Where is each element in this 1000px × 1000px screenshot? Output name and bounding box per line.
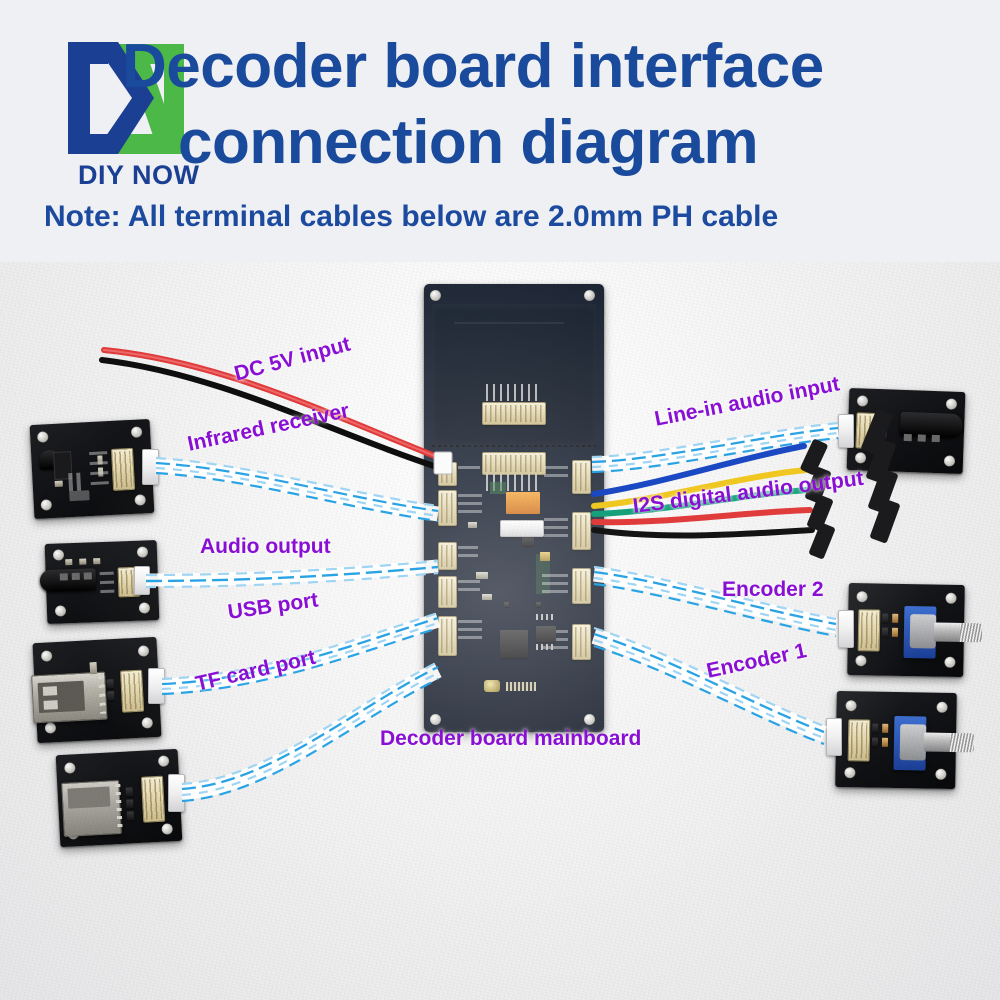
- mainboard-connector-linein: [572, 460, 591, 494]
- usb-module-connector: [120, 669, 145, 713]
- encoder1-module-plug: [826, 718, 842, 756]
- tf-card-module: [55, 748, 183, 848]
- mainboard-connector-i2s: [572, 512, 591, 550]
- logo-tagline: DIY NOW: [78, 160, 200, 190]
- tf-module-plug: [168, 774, 185, 812]
- page-title-line1: Decoder board interface: [122, 32, 824, 101]
- diagram-label-tf-card-port: TF card port: [193, 645, 318, 696]
- encoder2-module-connector: [857, 609, 881, 652]
- encoder2-module-plug: [838, 610, 854, 648]
- diagram-label-encoder-2: Encoder 2: [722, 578, 824, 601]
- line-in-module: [846, 388, 966, 474]
- diagram-label-audio-output: Audio output: [200, 535, 331, 558]
- linein-module-connector: [855, 412, 879, 450]
- ir-receiver-module: [29, 418, 155, 520]
- diagram-label-line-in-audio-input: Line-in audio input: [652, 372, 842, 431]
- line-in-cable: [591, 421, 839, 474]
- mainboard-connector-audio: [438, 542, 457, 570]
- mainboard-connector-usb: [438, 576, 457, 608]
- ir-module-plug: [142, 449, 159, 485]
- mainboard-connector-ir: [438, 490, 457, 526]
- usb-port-module: [31, 636, 162, 744]
- page-title-line2: connection diagram: [178, 108, 759, 177]
- diagram-label-i2s-digital-audio-output: I2S digital audio output: [631, 466, 865, 518]
- audio-output-cable: [145, 559, 439, 589]
- ir-receiver-cable: [155, 456, 440, 523]
- diagram-label-dc-5v-input: DC 5V input: [231, 332, 353, 386]
- diy-now-logo-icon: DIY NOW: [48, 30, 199, 190]
- header: DIY NOW Decoder board interface connecti…: [0, 0, 1000, 262]
- encoder-1-module: [835, 690, 975, 790]
- mainboard-connector-enc2: [572, 568, 591, 604]
- mainboard-connector-power: [438, 462, 457, 486]
- mainboard-connector-tf: [438, 616, 457, 656]
- audio-module-plug: [134, 566, 150, 595]
- note-text: Note: All terminal cables below are 2.0m…: [44, 200, 779, 233]
- encoder-2-module: [847, 582, 983, 678]
- usb-module-plug: [148, 668, 165, 704]
- diagram-label-infrared-receiver: Infrared receiver: [185, 399, 352, 456]
- diagram-label-decoder-board-mainboard: Decoder board mainboard: [380, 727, 642, 750]
- mainboard-connector-enc1: [572, 624, 591, 660]
- tf-module-connector: [140, 775, 166, 823]
- diagram-label-usb-port: USB port: [226, 588, 320, 624]
- mainboard-pcb: [424, 284, 604, 732]
- linein-module-plug: [838, 414, 854, 448]
- encoder1-module-connector: [847, 719, 871, 762]
- diagram-label-encoder-1: Encoder 1: [704, 639, 809, 683]
- ir-module-connector: [110, 447, 136, 491]
